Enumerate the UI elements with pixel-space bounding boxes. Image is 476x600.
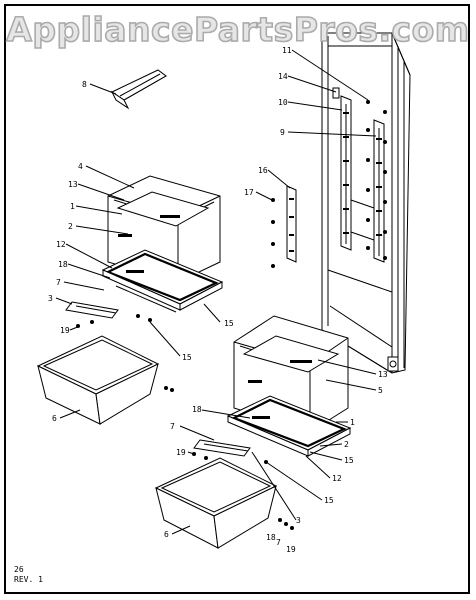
callout-19: 19 <box>60 326 70 335</box>
callout-15: 15 <box>344 456 354 465</box>
callout-2: 2 <box>68 222 73 231</box>
callout-4: 4 <box>78 162 83 171</box>
upper-crisper-drawer <box>36 335 160 425</box>
callout-8: 8 <box>82 80 87 89</box>
shelf-ladder-rail-rear <box>373 119 385 263</box>
callout-10: 10 <box>278 98 288 107</box>
callout-15: 15 <box>324 496 334 505</box>
refrigerator-cabinet <box>321 32 411 374</box>
support-bracket <box>286 185 297 263</box>
rail-clip <box>332 87 340 99</box>
shelf-ladder-rail <box>340 95 352 251</box>
callout-15: 15 <box>182 353 192 362</box>
callout-9: 9 <box>280 128 285 137</box>
callout-12: 12 <box>332 474 342 483</box>
callout-3: 3 <box>296 516 301 525</box>
callout-1: 1 <box>350 418 355 427</box>
small-tray-part <box>110 69 167 110</box>
page-number: 26 <box>14 565 24 574</box>
lower-crisper-drawer <box>154 457 278 549</box>
callout-15: 15 <box>224 319 234 328</box>
lower-crisper-screws <box>192 452 294 530</box>
callout-labels: 8 11 14 10 9 16 17 4 13 1 2 12 18 7 3 19… <box>48 46 388 554</box>
callout-12: 12 <box>56 240 66 249</box>
callout-1: 1 <box>70 202 75 211</box>
bracket-screws <box>271 198 275 268</box>
callout-11: 11 <box>282 46 292 55</box>
callout-16: 16 <box>258 166 268 175</box>
callout-17: 17 <box>244 188 254 197</box>
callout-5: 5 <box>378 386 383 395</box>
leader-lines <box>55 49 377 535</box>
callout-2: 2 <box>344 440 349 449</box>
lower-crisper-shelf-frame <box>226 395 352 457</box>
callout-18: 18 <box>192 405 202 414</box>
lower-crisper-front-trim <box>193 439 251 457</box>
upper-crisper-screws <box>76 314 174 392</box>
callout-19: 19 <box>286 545 296 554</box>
callout-6: 6 <box>164 530 169 539</box>
callout-19: 19 <box>176 448 186 457</box>
callout-3: 3 <box>48 294 53 303</box>
upper-crisper-shelf-frame <box>101 249 224 313</box>
callout-14: 14 <box>278 72 288 81</box>
callout-13: 13 <box>68 180 78 189</box>
callout-18: 18 <box>266 533 276 542</box>
revision-label: REV. 1 <box>14 575 43 584</box>
upper-crisper-front-trim <box>65 301 119 319</box>
callout-7: 7 <box>276 538 281 547</box>
callout-7: 7 <box>56 278 61 287</box>
watermark: AppliancePartsPros.com <box>6 9 470 50</box>
callout-18: 18 <box>58 260 68 269</box>
callout-13: 13 <box>378 370 388 379</box>
cabinet-screws <box>366 100 387 260</box>
callout-7: 7 <box>170 422 175 431</box>
callout-6: 6 <box>52 414 57 423</box>
